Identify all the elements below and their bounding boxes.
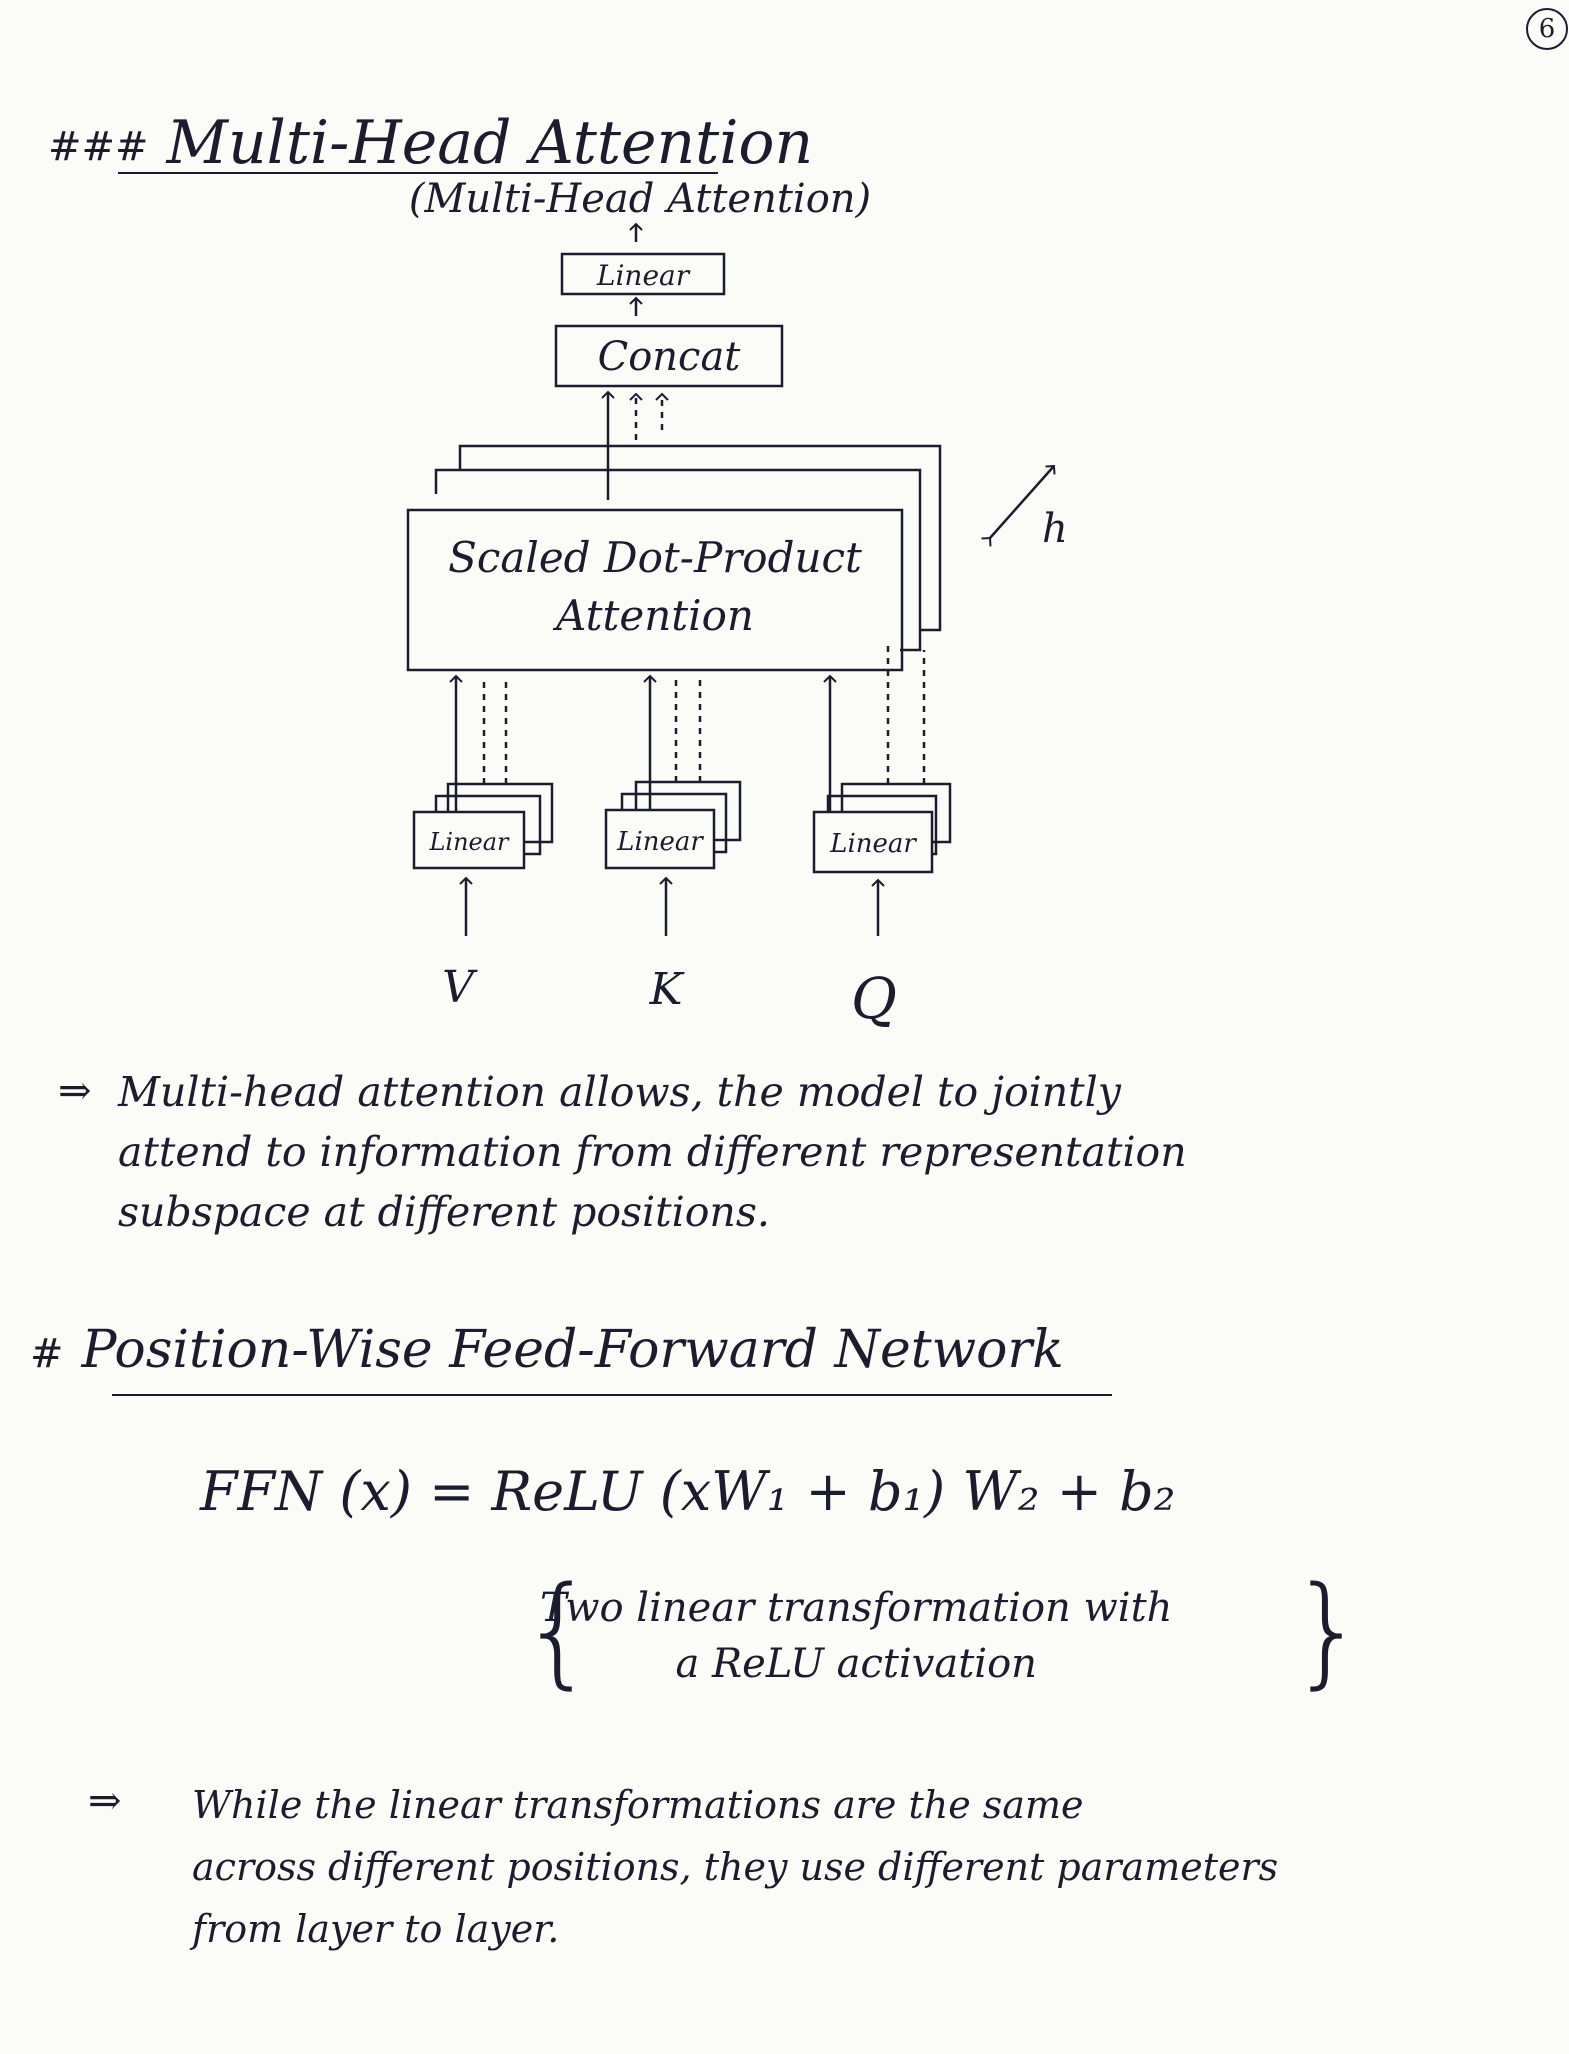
brace-note-line1: Two linear transformation with xyxy=(540,1585,1173,1631)
note2-line: across different positions, they use dif… xyxy=(192,1845,1279,1889)
heads-arrow xyxy=(981,464,1056,547)
note2-arrow: ⇒ xyxy=(88,1778,122,1824)
linear-v-label: Linear xyxy=(428,828,510,856)
attention-label-1: Scaled Dot-Product xyxy=(448,533,862,582)
note2-line: from layer to layer. xyxy=(192,1907,560,1951)
page-number: 6 xyxy=(1526,8,1568,50)
linear-v-box xyxy=(412,810,526,870)
brace-note: Two linear transformation with a ReLU ac… xyxy=(540,1580,1172,1692)
input-q-label: Q xyxy=(851,967,897,1032)
note1-arrow: ⇒ xyxy=(58,1068,92,1114)
attention-box-front xyxy=(406,508,904,672)
multihead-heading-underline xyxy=(118,172,718,174)
ffn-heading-text: Position-Wise Feed-Forward Network xyxy=(81,1320,1064,1380)
ffn-heading: # Position-Wise Feed-Forward Network xyxy=(30,1320,1064,1380)
attention-head-back xyxy=(458,444,942,632)
ffn-heading-underline xyxy=(112,1394,1112,1396)
note2-line: While the linear transformations are the… xyxy=(192,1783,1084,1827)
input-k-label: K xyxy=(649,964,685,1015)
note1-text: Multi-head attention allows, the model t… xyxy=(118,1062,1187,1242)
concat-box xyxy=(554,324,784,388)
concat-label: Concat xyxy=(598,334,742,380)
ffn-formula: FFN (x) = ReLU (xW₁ + b₁) W₂ + b₂ xyxy=(200,1460,1176,1523)
brace-note-line2: a ReLU activation xyxy=(675,1641,1037,1687)
attention-label-2: Attention xyxy=(552,591,754,640)
note2-text: While the linear transformations are the… xyxy=(192,1774,1278,1960)
linear-top-box xyxy=(560,252,726,296)
note1-line: subspace at different positions. xyxy=(118,1188,770,1236)
output-label: (Multi-Head Attention) xyxy=(409,176,871,222)
multihead-heading-text: Multi-Head Attention xyxy=(166,108,814,178)
heading-hash-1: ### xyxy=(48,124,149,171)
brace-left: { xyxy=(520,1562,597,1701)
multihead-heading: ### Multi-Head Attention xyxy=(48,108,813,178)
input-v-label: V xyxy=(442,962,478,1013)
multihead-attention-diagram: (Multi-Head Attention) Linear Concat Sca… xyxy=(406,176,1068,1032)
heads-label: h xyxy=(1042,506,1068,552)
linear-k-label: Linear xyxy=(616,827,704,857)
linear-q-box xyxy=(812,810,934,874)
note1-line: attend to information from different rep… xyxy=(118,1128,1187,1176)
heading-hash-2: # xyxy=(30,1330,64,1377)
linear-k-box xyxy=(604,808,716,870)
brace-right: } xyxy=(1290,1562,1367,1701)
note1-line: Multi-head attention allows, the model t… xyxy=(118,1068,1121,1116)
attention-head-middle xyxy=(434,468,922,652)
linear-top-label: Linear xyxy=(596,259,691,292)
linear-q-label: Linear xyxy=(829,829,917,859)
